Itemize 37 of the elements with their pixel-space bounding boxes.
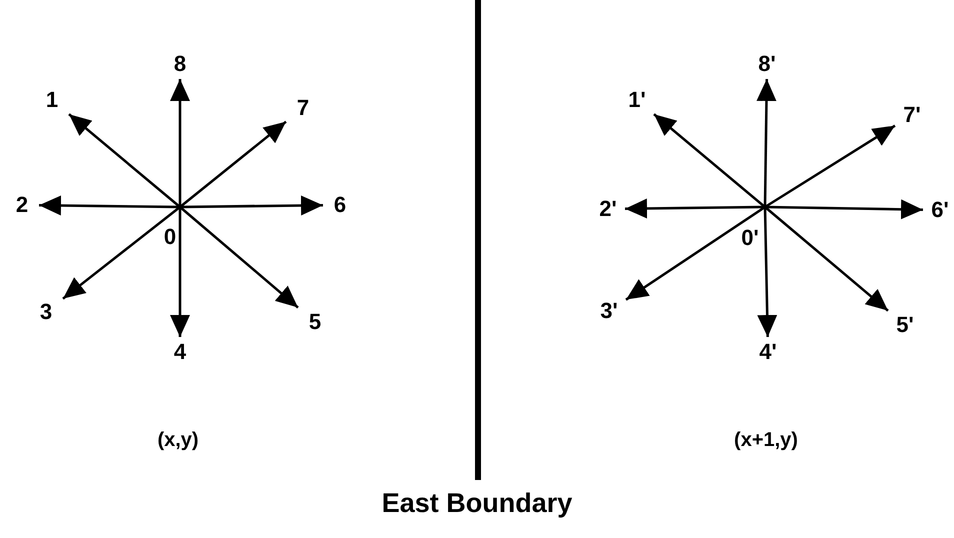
direction-label: 3 <box>29 297 63 327</box>
direction-label: 2 <box>5 190 39 220</box>
arrow <box>764 206 889 312</box>
node-label: (x+1,y) <box>734 430 798 450</box>
node-label: (x,y) <box>157 430 199 450</box>
arrow <box>68 113 181 208</box>
arrow <box>180 196 324 216</box>
arrow <box>170 207 190 337</box>
direction-label: 6 <box>323 190 357 220</box>
direction-label: 3' <box>592 296 626 326</box>
node-label: 0 <box>164 226 176 248</box>
direction-label: 5' <box>888 310 922 340</box>
arrow <box>38 196 180 216</box>
direction-label: 7 <box>286 93 320 123</box>
direction-label: 1' <box>620 85 654 115</box>
direction-label: 8' <box>750 49 784 79</box>
arrow <box>764 199 924 220</box>
node-label: 0' <box>741 227 759 249</box>
direction-label: 2' <box>591 194 625 224</box>
arrow <box>179 206 299 308</box>
direction-label: 1 <box>35 85 69 115</box>
arrow <box>62 206 181 300</box>
direction-label: 4 <box>163 337 197 367</box>
direction-label: 4' <box>751 337 785 367</box>
direction-label: 5 <box>298 307 332 337</box>
arrow <box>756 78 776 208</box>
arrow <box>170 79 190 207</box>
arrow <box>179 120 287 208</box>
direction-label: 8 <box>163 49 197 79</box>
arrow <box>653 113 766 208</box>
arrow <box>757 206 778 338</box>
direction-label: 6' <box>923 195 954 225</box>
caption: East Boundary <box>380 490 574 517</box>
arrow <box>764 124 896 208</box>
direction-label: 7' <box>895 100 929 130</box>
arrow <box>624 198 766 218</box>
arrow <box>625 206 766 301</box>
